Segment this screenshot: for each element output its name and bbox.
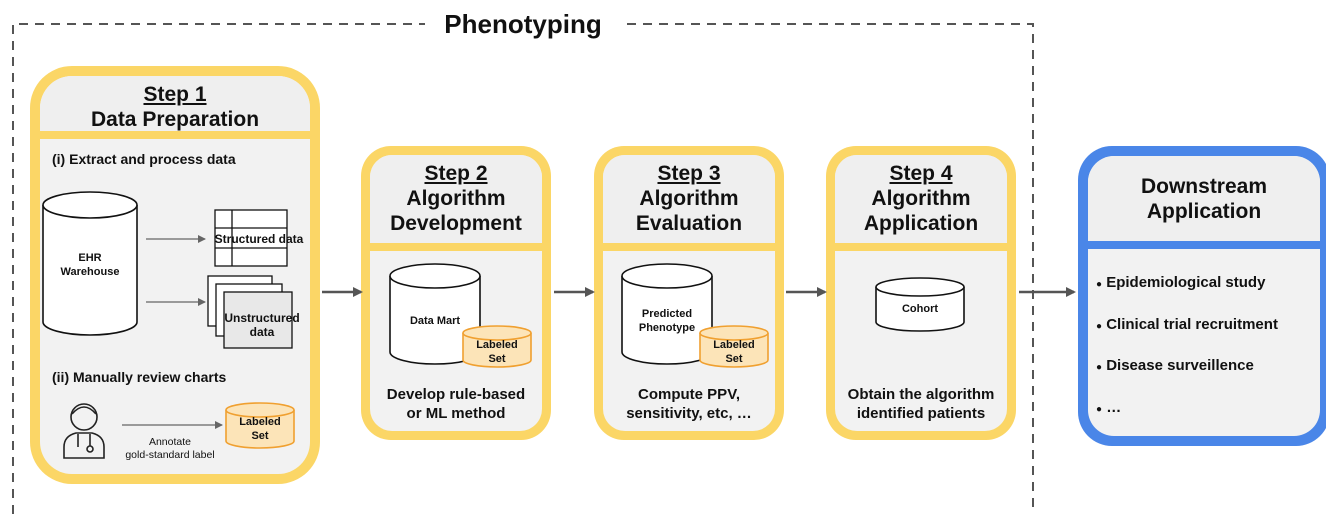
step4-name: Algorithm Application bbox=[863, 187, 979, 235]
unstructured-data-label: Unstructured data bbox=[224, 311, 300, 339]
downstream-box bbox=[1078, 146, 1326, 446]
downstream-item: ● Disease surveillence bbox=[1096, 357, 1254, 374]
downstream-item: ● … bbox=[1096, 399, 1122, 416]
downstream-item: ● Clinical trial recruitment bbox=[1096, 316, 1278, 333]
phenotyping-title: Phenotyping bbox=[425, 6, 621, 42]
ehr-warehouse-label: EHR Warehouse bbox=[60, 252, 120, 278]
step3-caption: Compute PPV, sensitivity, etc, … bbox=[626, 386, 752, 422]
step1-number: Step 1 bbox=[143, 83, 207, 106]
step1-sub-ii: (ii) Manually review charts bbox=[52, 369, 227, 385]
data-mart-cylinder bbox=[389, 263, 481, 365]
unstructured-data-docs bbox=[207, 275, 293, 349]
step1-labeled-set-label: Labeled Set bbox=[239, 416, 281, 442]
bullet-icon: ● bbox=[1096, 362, 1103, 373]
step1-labeled-set-cylinder bbox=[225, 402, 295, 449]
step1-box bbox=[30, 66, 320, 484]
step2-number: Step 2 bbox=[424, 162, 488, 185]
step3-name: Algorithm Evaluation bbox=[635, 187, 743, 235]
bullet-icon: ● bbox=[1096, 404, 1103, 415]
annotate-label: Annotate gold-standard label bbox=[125, 436, 215, 461]
structured-data-table bbox=[214, 209, 288, 267]
predicted-phenotype-label: Predicted Phenotype bbox=[638, 308, 696, 334]
bullet-icon: ● bbox=[1096, 279, 1103, 290]
cohort-label: Cohort bbox=[901, 303, 939, 315]
step4-number: Step 4 bbox=[889, 162, 953, 185]
step3-number: Step 3 bbox=[657, 162, 721, 185]
step4-caption: Obtain the algorithm identified patients bbox=[847, 386, 995, 422]
step1-sub-i: (i) Extract and process data bbox=[52, 151, 236, 167]
bullet-icon: ● bbox=[1096, 321, 1103, 332]
data-mart-label: Data Mart bbox=[409, 315, 461, 327]
cohort-cylinder bbox=[875, 277, 965, 332]
step2-header: Step 2 Algorithm Development bbox=[370, 161, 542, 236]
step1-name: Data Preparation bbox=[90, 108, 260, 131]
predicted-phenotype-cylinder bbox=[621, 263, 713, 365]
structured-data-label: Structured data bbox=[214, 232, 304, 246]
step2-labeled-set-label: Labeled Set bbox=[476, 339, 518, 365]
downstream-title: Downstream Application bbox=[1140, 175, 1268, 223]
step3-labeled-set-cylinder bbox=[699, 325, 769, 368]
step1-header: Step 1 Data Preparation bbox=[40, 82, 310, 132]
step3-header: Step 3 Algorithm Evaluation bbox=[603, 161, 775, 236]
ehr-warehouse-cylinder bbox=[42, 191, 138, 336]
step2-name: Algorithm Development bbox=[390, 187, 522, 235]
step3-labeled-set-label: Labeled Set bbox=[713, 339, 755, 365]
doctor-icon bbox=[63, 403, 105, 459]
step4-header: Step 4 Algorithm Application bbox=[835, 161, 1007, 236]
downstream-item: ● Epidemiological study bbox=[1096, 274, 1266, 291]
step2-labeled-set-cylinder bbox=[462, 325, 532, 368]
step2-caption: Develop rule-based or ML method bbox=[386, 386, 526, 422]
